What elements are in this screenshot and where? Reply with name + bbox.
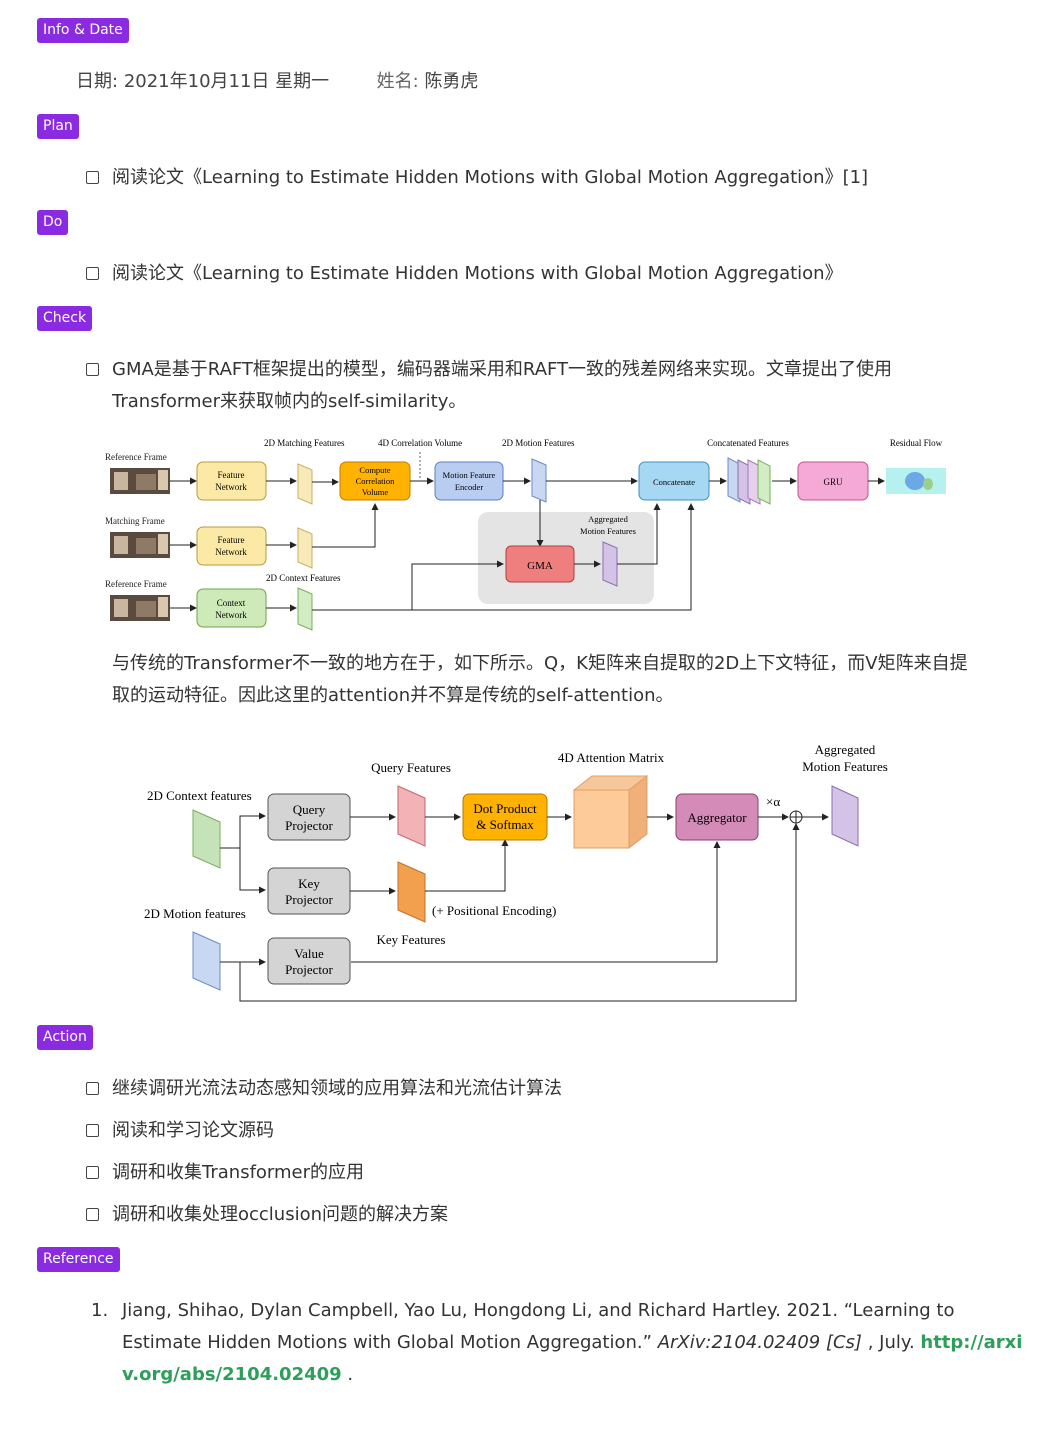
label-residual-flow: Residual Flow bbox=[890, 438, 943, 448]
label-concatenated: Concatenated Features bbox=[707, 438, 789, 448]
svg-text:Feature: Feature bbox=[218, 470, 245, 480]
date-label: 日期: bbox=[76, 71, 119, 92]
reference-number: 1. bbox=[91, 1300, 109, 1321]
action-item-1: 继续调研光流法动态感知领域的应用算法和光流估计算法 bbox=[112, 1078, 562, 1099]
svg-text:Motion Features: Motion Features bbox=[802, 759, 888, 774]
action-checkbox-2[interactable] bbox=[86, 1124, 99, 1137]
svg-text:Correlation: Correlation bbox=[356, 476, 395, 486]
label-context-features: 2D Context Features bbox=[266, 573, 341, 583]
frame-thumbnail-matching bbox=[110, 532, 170, 558]
section-tag-plan: Plan bbox=[37, 114, 79, 139]
svg-text:Projector: Projector bbox=[285, 818, 333, 833]
svg-text:Query: Query bbox=[293, 802, 326, 817]
label-motion-features: 2D Motion Features bbox=[502, 438, 575, 448]
name-value: 陈勇虎 bbox=[424, 71, 479, 92]
svg-text:Value: Value bbox=[294, 946, 324, 961]
svg-text:Aggregator: Aggregator bbox=[687, 810, 747, 825]
action-item-3: 调研和收集Transformer的应用 bbox=[112, 1162, 365, 1183]
svg-text:Concatenate: Concatenate bbox=[653, 477, 695, 487]
svg-text:GRU: GRU bbox=[823, 477, 843, 487]
label-positional-encoding: (+ Positional Encoding) bbox=[432, 903, 556, 918]
svg-text:Feature: Feature bbox=[218, 535, 245, 545]
attention-module-figure: 2D Context features 2D Motion features Q… bbox=[144, 742, 888, 1002]
svg-text:Key: Key bbox=[298, 876, 320, 891]
svg-text:Motion Features: Motion Features bbox=[580, 526, 636, 536]
section-tag-reference: Reference bbox=[37, 1247, 120, 1272]
info-line: 日期: 2021年10月11日 星期一 姓名: 陈勇虎 bbox=[76, 66, 478, 98]
date-value: 2021年10月11日 星期一 bbox=[123, 71, 330, 92]
action-item-2: 阅读和学习论文源码 bbox=[112, 1120, 274, 1141]
svg-text:Volume: Volume bbox=[362, 487, 389, 497]
key-projector bbox=[267, 867, 351, 915]
label-aggregated: Aggregated bbox=[588, 514, 628, 524]
name-label: 姓名: bbox=[376, 71, 419, 92]
feature-network-1 bbox=[196, 461, 267, 501]
value-projector bbox=[267, 937, 351, 985]
svg-text:Network: Network bbox=[215, 610, 247, 620]
label-key-features: Key Features bbox=[377, 932, 446, 947]
svg-text:GMA: GMA bbox=[527, 560, 553, 572]
check-item-line2: Transformer来获取帧内的self-similarity。 bbox=[112, 391, 467, 412]
svg-text:Dot Product: Dot Product bbox=[473, 801, 537, 816]
query-projector bbox=[267, 793, 351, 841]
check-paragraph-line2: 取的运动特征。因此这里的attention并不算是传统的self-attenti… bbox=[112, 685, 674, 706]
label-aggregated-output: Aggregated bbox=[815, 742, 876, 757]
svg-text:Network: Network bbox=[215, 547, 247, 557]
feature-network-2 bbox=[196, 526, 267, 566]
svg-text:Network: Network bbox=[215, 482, 247, 492]
label-reference-frame-2: Reference Frame bbox=[105, 579, 167, 589]
label-attention-matrix: 4D Attention Matrix bbox=[558, 750, 665, 765]
frame-thumbnail-reference-2 bbox=[110, 595, 170, 621]
frame-thumbnail-reference bbox=[110, 468, 170, 494]
context-network bbox=[196, 588, 267, 628]
gma-architecture-figure: Reference Frame Matching Frame Reference… bbox=[105, 438, 946, 631]
reference-journal: ArXiv:2104.02409 [Cs] bbox=[657, 1332, 862, 1353]
svg-text:& Softmax: & Softmax bbox=[476, 817, 534, 832]
label-query-features: Query Features bbox=[371, 760, 451, 775]
action-item-4: 调研和收集处理occlusion问题的解决方案 bbox=[112, 1204, 449, 1225]
section-tag-check: Check bbox=[37, 306, 93, 331]
svg-text:Context: Context bbox=[217, 598, 246, 608]
do-item: 阅读论文《Learning to Estimate Hidden Motions… bbox=[112, 263, 843, 284]
reference-text: Jiang, Shihao, Dylan Campbell, Yao Lu, H… bbox=[122, 1300, 1023, 1385]
label-matching-features: 2D Matching Features bbox=[264, 438, 345, 448]
label-matching-frame: Matching Frame bbox=[105, 516, 165, 526]
section-tag-info: Info & Date bbox=[37, 18, 129, 43]
action-checkbox-1[interactable] bbox=[86, 1082, 99, 1095]
check-checkbox[interactable] bbox=[86, 363, 99, 376]
svg-text:Projector: Projector bbox=[285, 892, 333, 907]
svg-text:Projector: Projector bbox=[285, 962, 333, 977]
motion-encoder-box bbox=[434, 461, 504, 501]
svg-text:Compute: Compute bbox=[359, 465, 390, 475]
label-correlation-volume: 4D Correlation Volume bbox=[378, 438, 462, 448]
svg-text:Encoder: Encoder bbox=[455, 482, 483, 492]
action-checkbox-4[interactable] bbox=[86, 1208, 99, 1221]
action-checkbox-3[interactable] bbox=[86, 1166, 99, 1179]
svg-text:Motion Feature: Motion Feature bbox=[443, 470, 496, 480]
section-tag-action: Action bbox=[37, 1025, 93, 1050]
check-paragraph-line1: 与传统的Transformer不一致的地方在于，如下所示。Q，K矩阵来自提取的2… bbox=[112, 653, 968, 674]
label-reference-frame: Reference Frame bbox=[105, 452, 167, 462]
reference-link[interactable]: http://arxiv.org/abs/2104.02409 bbox=[122, 1332, 1023, 1385]
plan-checkbox[interactable] bbox=[86, 171, 99, 184]
section-tag-do: Do bbox=[37, 210, 69, 235]
check-item-line1: GMA是基于RAFT框架提出的模型，编码器端采用和RAFT一致的残差网络来实现。… bbox=[112, 359, 893, 380]
label-motion-features-2: 2D Motion features bbox=[144, 906, 246, 921]
plan-item: 阅读论文《Learning to Estimate Hidden Motions… bbox=[112, 167, 869, 188]
do-checkbox[interactable] bbox=[86, 267, 99, 280]
label-context-features-2: 2D Context features bbox=[147, 788, 252, 803]
attention-cube bbox=[573, 789, 630, 849]
label-alpha: ×α bbox=[766, 794, 780, 809]
